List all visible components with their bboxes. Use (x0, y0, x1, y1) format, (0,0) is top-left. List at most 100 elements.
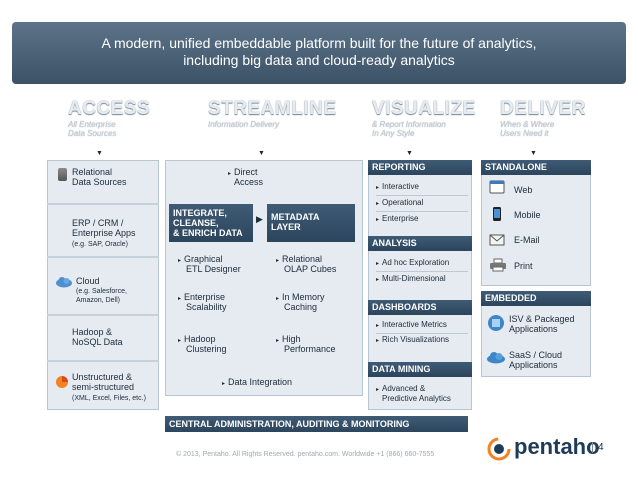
deliver-down-arrow-icon: ▼ (530, 150, 537, 157)
nosql-label: NoSQL Data (72, 337, 123, 347)
enterprise-scalability-item: ▸Enterprise (178, 292, 225, 304)
unstructured-examples: (XML, Excel, Files, etc.) (72, 395, 146, 402)
high-performance-item: ▸High (276, 334, 301, 346)
cloud-examples-2: Amazon, Dell) (76, 297, 120, 304)
printer-icon (490, 258, 506, 272)
in-memory-item: ▸In Memory (276, 292, 325, 304)
enterprise-line-2: Scalability (186, 302, 227, 312)
flow-arrow-icon: ▶ (256, 214, 263, 224)
pentaho-logo-icon (487, 437, 511, 461)
page-number: 4 (592, 442, 604, 453)
hadoop-clustering-item: ▸Hadoop (178, 334, 216, 346)
pentaho-brand: pentaho (514, 434, 600, 459)
bullet-icon: ▸ (276, 296, 280, 302)
mining-item: ▸Advanced & (376, 384, 425, 395)
high-line-1: High (282, 334, 301, 344)
dashboard-item: ▸Interactive Metrics (376, 320, 468, 334)
deliver-sub-1: When & Where (500, 120, 555, 129)
streamline-sub-1: Information Delivery (208, 120, 280, 129)
bullet-icon: ▸ (376, 277, 380, 283)
access-heading: ACCESS All Enterprise Data Sources (68, 98, 150, 138)
relational-line-1: Relational (282, 254, 323, 264)
data-mining-header: DATA MINING (368, 362, 472, 377)
web-label: Web (514, 185, 533, 195)
integrate-line-2: CLEANSE, (173, 218, 219, 228)
embedded-header: EMBEDDED (481, 291, 591, 306)
cloud-icon (56, 277, 72, 288)
visualize-sub-2: In Any Style (372, 129, 415, 138)
mobile-label: Mobile (514, 210, 541, 220)
visualize-down-arrow-icon: ▼ (406, 150, 413, 157)
graphical-line-1: Graphical (184, 254, 223, 264)
graphical-line-2: ETL Designer (186, 264, 241, 274)
relational-line-2: OLAP Cubes (284, 264, 337, 274)
bullet-icon: ▸ (222, 381, 226, 387)
central-administration-bar: CENTRAL ADMINISTRATION, AUDITING & MONIT… (165, 416, 468, 432)
metadata-line-2: LAYER (271, 222, 301, 232)
unstructured-data-icon (56, 376, 68, 388)
bullet-icon: ▸ (178, 296, 182, 302)
memory-line-1: In Memory (282, 292, 325, 302)
graphical-etl-item: ▸Graphical (178, 254, 223, 266)
visualize-title: VISUALIZE (372, 98, 476, 119)
hadoop-line-2: Clustering (186, 344, 227, 354)
direct-access-label: ▸Direct (228, 167, 258, 179)
bullet-icon: ▸ (376, 217, 380, 223)
dashboard-item: ▸Rich Visualizations (376, 335, 450, 344)
visualize-heading: VISUALIZE & Report Information In Any St… (372, 98, 476, 138)
mobile-phone-icon (493, 207, 501, 221)
bullet-icon: ▸ (228, 171, 232, 177)
bullet-icon: ▸ (178, 258, 182, 264)
dashboards-header: DASHBOARDS (368, 300, 472, 315)
title-banner: A modern, unified embeddable platform bu… (12, 22, 626, 84)
web-browser-icon (489, 180, 505, 194)
bullet-icon: ▸ (376, 387, 380, 393)
bullet-icon: ▸ (376, 185, 380, 191)
metadata-line-1: METADATA (271, 212, 320, 222)
streamline-heading: STREAMLINE Information Delivery (208, 98, 337, 129)
relational-label: Relational (72, 167, 113, 177)
mining-line-2: Predictive Analytics (382, 394, 451, 403)
access-divider (47, 314, 159, 316)
reporting-item: ▸Operational (376, 198, 468, 212)
deliver-heading: DELIVER When & Where Users Need it (500, 98, 586, 138)
reporting-item: ▸Interactive (376, 182, 468, 196)
access-title: ACCESS (68, 98, 151, 119)
copyright-text: © 2013, Pentaho. All Rights Reserved. pe… (176, 451, 435, 458)
access-sub-2: Data Sources (68, 129, 117, 138)
unstructured-label: Unstructured & (72, 372, 133, 382)
erp-examples: (e.g. SAP, Oracle) (72, 241, 128, 248)
print-label: Print (514, 261, 533, 271)
saas-cloud-icon (487, 352, 505, 364)
cloud-examples-1: (e.g. Salesforce, (76, 288, 127, 295)
hadoop-label: Hadoop & (72, 327, 113, 337)
bullet-icon: ▸ (376, 323, 380, 329)
analysis-item: ▸Ad hoc Exploration (376, 258, 468, 272)
hadoop-line-1: Hadoop (184, 334, 216, 344)
cloud-label: Cloud (76, 276, 100, 286)
integrate-line-3: & ENRICH DATA (173, 228, 243, 238)
relational-olap-item: ▸Relational (276, 254, 322, 266)
data-integration-label: Data Integration (228, 377, 293, 387)
isv-line-2: Applications (509, 324, 558, 334)
erp-label: ERP / CRM / (72, 218, 124, 228)
banner-line-2: including big data and cloud-ready analy… (183, 52, 455, 68)
deliver-sub-2: Users Need it (500, 129, 549, 138)
packaged-applications-icon (488, 315, 504, 331)
mining-line-1: Advanced & (382, 384, 426, 393)
access-divider (47, 360, 159, 362)
enterprise-apps-label: Enterprise Apps (72, 228, 136, 238)
access-sub-1: All Enterprise (68, 120, 116, 129)
bullet-icon: ▸ (376, 201, 380, 207)
bullet-icon: ▸ (376, 261, 380, 267)
access-down-arrow-icon: ▼ (96, 150, 103, 157)
banner-line-1: A modern, unified embeddable platform bu… (101, 35, 537, 51)
metadata-layer-box: METADATA LAYER (267, 204, 355, 242)
bullet-icon: ▸ (276, 338, 280, 344)
streamline-panel (165, 160, 363, 396)
email-label: E-Mail (514, 235, 540, 245)
saas-line-1: SaaS / Cloud (509, 350, 563, 360)
high-line-2: Performance (284, 344, 336, 354)
email-envelope-icon (489, 234, 505, 246)
visualize-sub-1: & Report Information (372, 120, 446, 129)
